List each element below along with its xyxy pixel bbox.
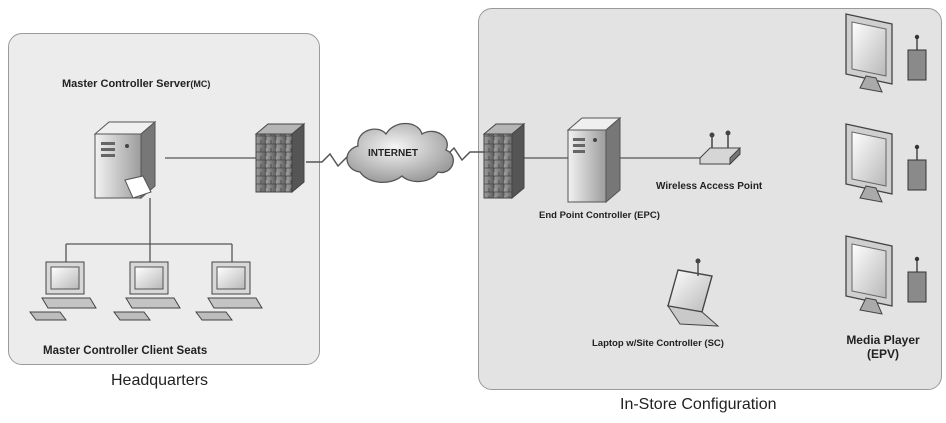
server-label: Master Controller Server(MC) [62,78,210,90]
client-seat-icon-1 [29,261,97,321]
connection-lines [65,157,706,262]
end-point-controller-icon [566,116,622,204]
store-firewall-icon [482,122,526,200]
client-seat-icon-3 [195,261,263,321]
laptop-icon [666,258,720,327]
headquarters-caption: Headquarters [111,372,208,389]
media-player-label-line1: Media Player [846,333,920,347]
client-seats-label: Master Controller Client Seats [43,345,208,357]
internet-cloud-icon [346,122,454,183]
hq-firewall-icon [254,122,306,194]
server-label-text: Master Controller Server [62,78,191,90]
media-player-monitor-icon-2 [845,123,927,203]
media-player-label: Media Player (EPV) [838,333,928,361]
client-seat-icon-2 [113,261,181,321]
laptop-label: Laptop w/Site Controller (SC) [592,338,724,349]
master-controller-server-icon [93,120,157,200]
media-player-monitor-icon-3 [845,235,927,315]
headquarters-panel [8,33,320,365]
end-point-controller-label: End Point Controller (EPC) [539,210,660,221]
media-player-label-line2: (EPV) [866,347,899,361]
wireless-access-point-icon [699,130,741,166]
wireless-access-point-label: Wireless Access Point [656,181,763,192]
media-player-monitor-icon-1 [845,13,927,93]
in-store-caption: In-Store Configuration [620,396,777,413]
server-abbr: (MC) [190,79,211,89]
internet-label: INTERNET [368,148,418,159]
